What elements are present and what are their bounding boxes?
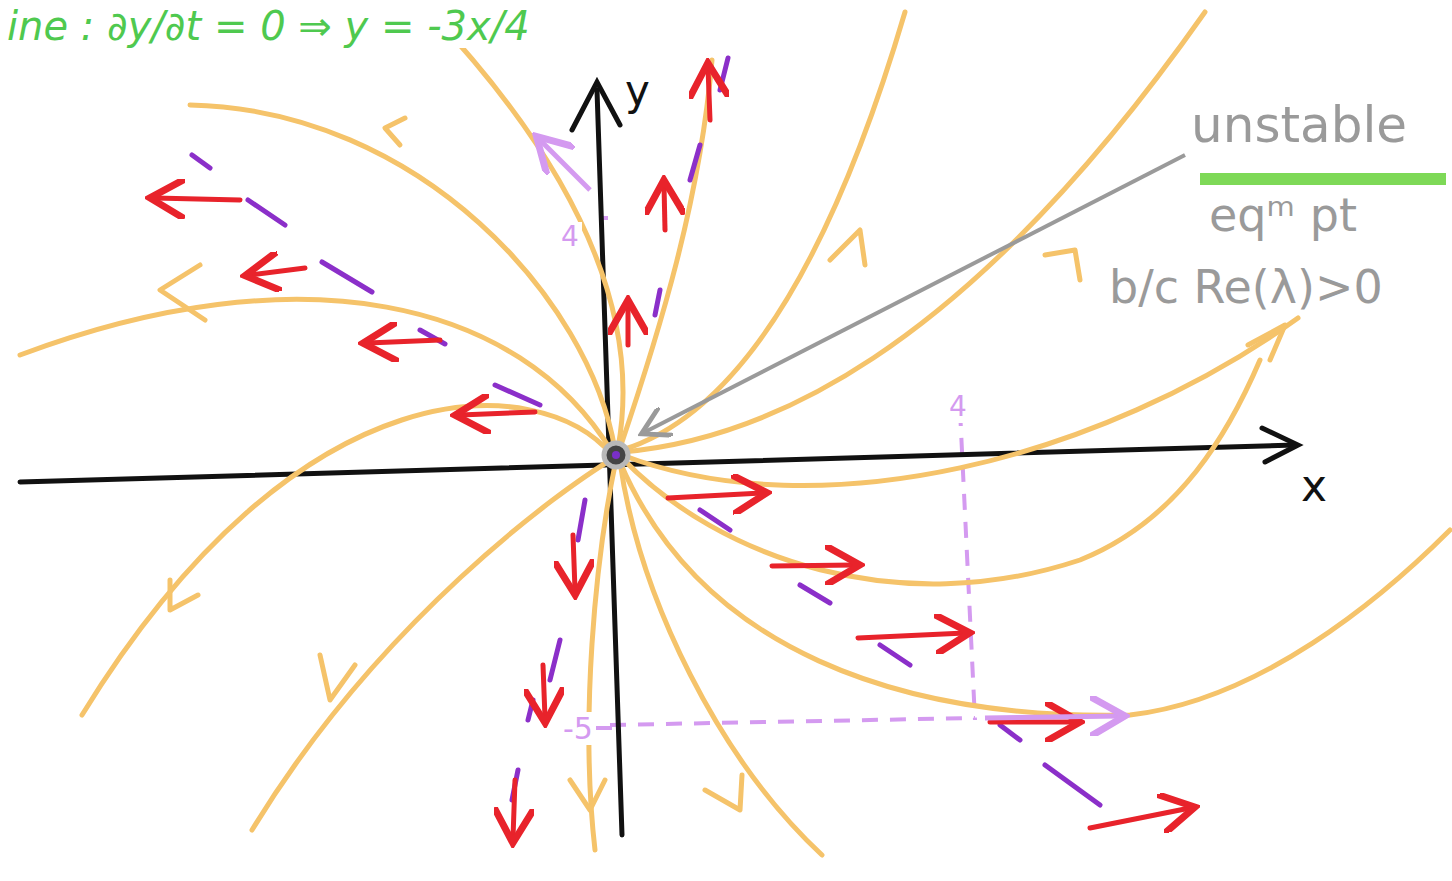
underline-bar [1200,173,1446,185]
nullcline-note: ine : ∂y/∂t = 0 ⇒ y = -3x/4 [4,4,533,48]
direction-arrows [155,68,1190,838]
tick-value: -5 [560,712,596,745]
trajectories [20,12,1450,855]
callout-text: b/c Re(λ)>0 [1106,262,1386,313]
lavender-arrow [540,140,590,190]
equilibrium-point [604,443,628,467]
axis-label: x [1298,462,1330,510]
trajectory-arrowheads [160,118,1285,810]
equilibrium-dot [612,451,620,459]
axes [20,82,1298,835]
tick-value: 4 [558,222,582,253]
lavender-arrow [985,716,1120,718]
leader-line [645,155,1185,432]
tick-value: 4 [946,392,970,423]
axis-label: y [622,68,653,114]
callout-text: eqᵐ pt [1206,190,1360,241]
callout-text: unstable [1188,98,1410,153]
